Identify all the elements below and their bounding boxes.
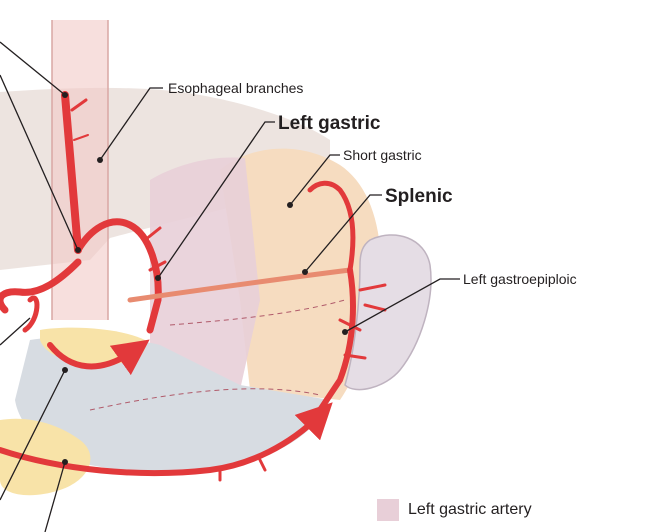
esophagus: [52, 20, 108, 320]
leader-lines: [0, 41, 460, 532]
hepatic-loop-2: [22, 295, 40, 333]
right-gastric-artery: [47, 339, 150, 376]
leader-short-gastric: [289, 154, 340, 206]
leader-top-left-2: [0, 74, 79, 251]
pancreas: [0, 418, 91, 496]
legend-label: Left gastric artery: [408, 501, 532, 518]
label-esophageal-branches: Esophageal branches: [168, 80, 303, 96]
leader-left-gastroepiploic: [344, 278, 460, 333]
spleen-branch-1: [358, 283, 387, 292]
gastric-twig-2: [148, 260, 167, 272]
leader-left-mid: [0, 317, 31, 346]
hepatic-loop: [0, 258, 82, 314]
label-short-gastric: Short gastric: [343, 147, 422, 163]
leader-esophageal: [99, 87, 163, 161]
gastric-twig-1: [143, 226, 162, 242]
spleen: [344, 234, 432, 391]
gastric-twig-6: [258, 458, 267, 472]
leader-dots: [62, 92, 348, 465]
splenic-artery: [127, 267, 353, 303]
esophagus-outline: [51, 20, 109, 320]
esophageal-branch-1: [70, 98, 88, 112]
gastric-twig-3: [338, 318, 362, 332]
spleen-branch-2: [363, 303, 387, 312]
legend: Left gastric artery: [377, 499, 532, 521]
leader-top-left-1: [0, 41, 66, 96]
legend-swatch: [377, 499, 399, 521]
esophageal-branch-2: [73, 134, 89, 141]
stomach-body: [15, 336, 330, 472]
arteries: [0, 91, 387, 482]
leader-bottom-2: [44, 461, 66, 532]
label-left-gastroepiploic: Left gastroepiploic: [463, 271, 577, 287]
leader-left-gastric: [157, 121, 275, 279]
left-gastric-territory: [150, 157, 260, 390]
left-gastric-artery: [74, 218, 162, 334]
leader-bottom-1: [0, 369, 66, 501]
right-gastroepiploic-artery: [0, 402, 333, 477]
label-left-gastric: Left gastric: [278, 113, 381, 134]
short-gastric-artery: [307, 180, 356, 273]
gastric-twig-4: [343, 353, 367, 360]
celiac-trunk: [61, 91, 82, 254]
leader-splenic: [304, 194, 382, 273]
label-splenic: Splenic: [385, 186, 453, 207]
omentum-dashed-line: [89, 299, 346, 411]
